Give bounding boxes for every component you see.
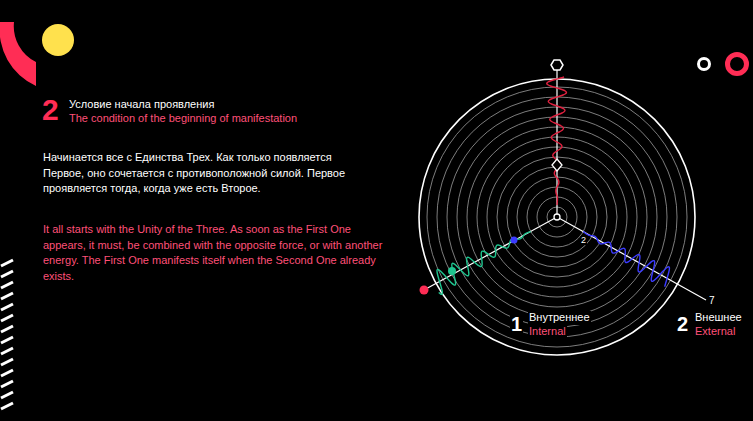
scale-number: 7 <box>709 296 715 306</box>
corner-arc <box>0 22 36 86</box>
edge-stripes <box>1 260 13 409</box>
waves <box>437 77 669 294</box>
diamond-symbol <box>552 159 562 171</box>
stripe <box>1 403 13 409</box>
stripe <box>1 359 13 365</box>
axes <box>424 70 706 300</box>
body-text: Начинается все с Единства Трех. Как толь… <box>43 150 373 197</box>
heading-translation: The condition of the beginning of manife… <box>69 112 297 126</box>
stripe <box>1 271 13 277</box>
axis-line <box>424 217 557 290</box>
red-dot <box>420 286 429 295</box>
section-number: 2 <box>42 95 59 125</box>
stripe <box>1 260 13 266</box>
red-ring <box>728 55 747 74</box>
hexagon-symbol <box>551 60 563 70</box>
ring <box>477 137 637 297</box>
stripe <box>1 337 13 343</box>
ring <box>487 147 627 287</box>
stripe <box>1 293 13 299</box>
axis-number: 1 <box>510 314 523 334</box>
axis-name-translation: Internal <box>528 325 567 339</box>
wave <box>547 77 567 205</box>
scale-number: 2 <box>580 236 587 245</box>
stripe <box>1 381 13 387</box>
axis-name-translation: External <box>694 325 736 339</box>
stripe <box>1 370 13 376</box>
stripe <box>1 348 13 354</box>
axis-name: Внешнее <box>694 311 743 325</box>
wave <box>583 232 669 287</box>
center-dot <box>554 214 560 220</box>
stripe <box>1 304 13 310</box>
white-ring <box>699 59 710 70</box>
axis-name: Внутреннее <box>528 311 591 325</box>
wave <box>437 231 531 294</box>
blue-dot <box>511 237 518 244</box>
axis-number: 2 <box>676 314 689 334</box>
stripe <box>1 282 13 288</box>
stripe <box>1 315 13 321</box>
axis-line <box>557 217 706 300</box>
yellow-dot <box>42 24 74 56</box>
heading: Условие начала проявления <box>69 98 214 112</box>
body-translation: It all starts with the Unity of the Thre… <box>43 222 388 284</box>
stripe <box>1 326 13 332</box>
green-dot <box>448 267 456 275</box>
stripe <box>1 392 13 398</box>
